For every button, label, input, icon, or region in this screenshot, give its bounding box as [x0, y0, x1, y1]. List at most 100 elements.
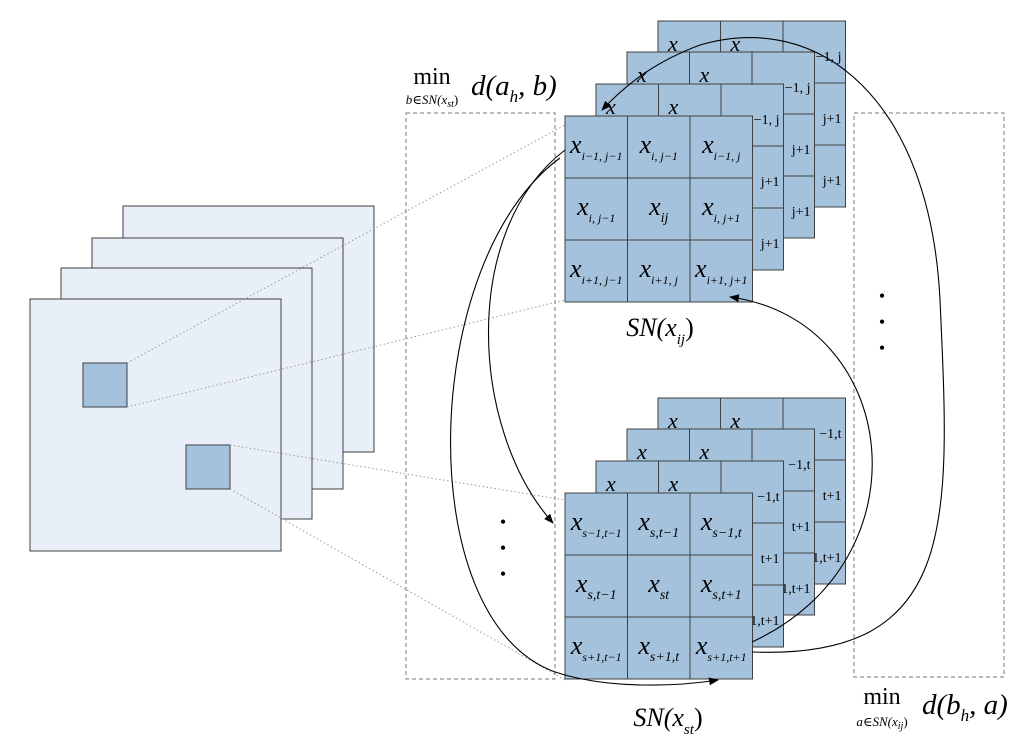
cell-label: xi+1, j−1	[569, 254, 622, 287]
behind-x: x	[730, 408, 741, 433]
behind-label: j+1	[760, 237, 780, 252]
cell-label: xs−1,t	[700, 507, 743, 541]
cell-r0-c2	[689, 492, 753, 556]
cell-r2-c2	[689, 616, 753, 680]
cell-r1-c0	[564, 177, 628, 241]
projection-line-1	[126, 124, 566, 364]
cell-label: xs,t−1	[575, 569, 617, 603]
cell-r2-c0	[564, 616, 628, 680]
behind-label: j+1	[791, 205, 811, 220]
cell-r0-c0	[564, 492, 628, 556]
behind-label: j+1	[760, 175, 780, 190]
ellipsis-dot: •	[500, 512, 506, 532]
image-layer-4	[29, 298, 282, 552]
behind-label: 1,t+1	[812, 551, 841, 566]
bottom-formula: min a∈SN(xij) d(bh, a)	[856, 684, 1008, 732]
behind-x: x	[605, 471, 616, 496]
formula-labels: • • • • • • min b∈SN(xst) d(ah, b) min a∈SN(xij) d(…	[406, 64, 1008, 732]
behind-x: x	[668, 471, 679, 496]
behind-label: t+1	[823, 489, 842, 504]
behind-x: x	[668, 94, 679, 119]
cell-r0-c1	[627, 115, 691, 179]
bottom-formula-expr: d(bh, a)	[922, 689, 1008, 725]
ellipsis-dot: •	[879, 286, 885, 306]
cell-r1-c2	[689, 177, 753, 241]
cell-label: xi, j−1	[576, 192, 615, 225]
bottom-formula-subscript: a∈SN(xij)	[856, 714, 907, 732]
behind-label: −1,t	[819, 427, 841, 442]
search-region-boxes	[126, 112, 1005, 681]
behind-x: x	[699, 62, 710, 87]
ellipsis-dot: •	[879, 312, 885, 332]
projection-line-2	[126, 299, 566, 408]
top-formula: min b∈SN(xst) d(ah, b)	[406, 64, 557, 110]
behind-label: 1,t+1	[750, 614, 779, 629]
cell-label: xs+1,t+1	[695, 631, 747, 664]
cell-label: xi, j−1	[639, 130, 678, 163]
arrow-ij-to-st-inner	[487, 149, 566, 524]
top-formula-min: min	[413, 64, 450, 90]
ellipsis-dot: •	[500, 564, 506, 584]
top-formula-subscript: b∈SN(xst)	[406, 92, 458, 110]
top-formula-expr: d(ah, b)	[471, 70, 557, 106]
cell-label: xi+1, j	[639, 254, 679, 287]
ellipsis-dot: •	[500, 538, 506, 558]
neighborhood-st-caption: SN(xst)	[633, 703, 702, 738]
behind-x: x	[667, 31, 678, 56]
cell-r2-c0	[564, 239, 628, 303]
behind-x: x	[667, 408, 678, 433]
cell-r1-c1	[627, 554, 691, 618]
ellipsis-dot: •	[879, 338, 885, 358]
cell-label: xst	[647, 569, 670, 603]
patch-ij	[82, 362, 128, 408]
cell-r1-c0	[564, 554, 628, 618]
cell-label: xi+1, j+1	[694, 254, 747, 287]
cell-label: xs+1,t−1	[570, 631, 622, 664]
behind-label: t+1	[792, 520, 811, 535]
cell-r2-c1	[627, 239, 691, 303]
cell-r2-c2	[689, 239, 753, 303]
cell-label: xi−1, j−1	[569, 130, 622, 163]
behind-x: x	[730, 31, 741, 56]
neighborhood-ij-caption: SN(xij)	[626, 313, 694, 348]
behind-label: t+1	[761, 552, 780, 567]
cell-r2-c1	[627, 616, 691, 680]
behind-label: −1, j	[785, 81, 811, 96]
behind-label: −1,t	[788, 458, 810, 473]
correspondence-arrows	[450, 37, 945, 686]
arrow-ij-to-st-outer	[450, 157, 719, 686]
search-box-right	[853, 112, 1005, 678]
behind-label: −1,t	[757, 490, 779, 505]
neighborhood-st-front: xs−1,t−1 xs,t−1 xs−1,t xs,t−1 xst xs,t+1 xs+1,…	[564, 492, 753, 680]
behind-x: x	[636, 62, 647, 87]
input-image-stack	[29, 205, 375, 552]
cell-label: xs−1,t−1	[570, 507, 622, 540]
cell-r1-c2	[689, 554, 753, 618]
cell-r0-c2	[689, 115, 753, 179]
search-box-left	[405, 112, 556, 680]
bottom-formula-min: min	[863, 684, 900, 710]
behind-label: j+1	[822, 112, 842, 127]
cell-r0-c1	[627, 492, 691, 556]
cell-label: xi−1, j	[701, 130, 741, 163]
behind-x: x	[699, 439, 710, 464]
patch-st	[185, 444, 231, 490]
cell-label: xs,t−1	[637, 507, 679, 541]
cell-label: xs,t+1	[700, 569, 742, 603]
projection-line-3	[229, 444, 566, 501]
behind-x: x	[636, 439, 647, 464]
cell-label: xs+1,t	[637, 631, 680, 665]
behind-label: j+1	[822, 174, 842, 189]
arrow-big-loop	[601, 37, 945, 653]
projection-line-4	[229, 488, 566, 681]
behind-label: −1, j	[816, 50, 842, 65]
cell-label: xi, j+1	[701, 192, 740, 225]
arrow-st-to-ij	[729, 294, 873, 643]
behind-label: j+1	[791, 143, 811, 158]
